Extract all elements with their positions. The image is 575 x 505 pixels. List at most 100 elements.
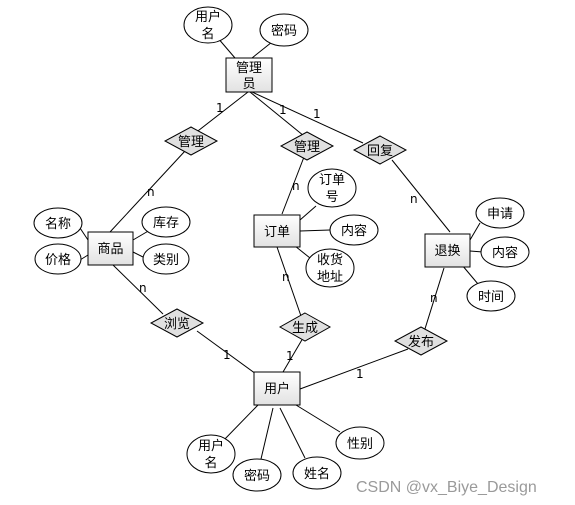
attribute-product-name-label: 名称	[45, 216, 71, 232]
relationship-browse-label: 浏览	[164, 316, 190, 332]
entity-product-label: 商品	[97, 242, 123, 257]
relationship-browse: 浏览	[149, 308, 205, 338]
edge-order-number	[299, 205, 317, 221]
attribute-product-category: 类别	[142, 243, 190, 275]
entities: 管理 员 商品 订单 退换 用户	[87, 57, 471, 406]
attribute-return-time-label: 时间	[478, 290, 504, 305]
edge-generate-user	[282, 337, 304, 373]
edge-user-gender	[295, 404, 341, 433]
attribute-order-number-line1: 订单	[319, 173, 345, 188]
edge-publish-user	[299, 348, 409, 390]
attribute-product-stock-label: 库存	[153, 215, 179, 231]
relationship-generate-label: 生成	[292, 321, 318, 336]
attribute-user-password: 密码	[232, 458, 282, 492]
watermark: CSDN @vx_Biye_Design	[356, 479, 537, 496]
attribute-admin-password: 密码	[259, 13, 309, 47]
entity-product: 商品	[87, 231, 134, 266]
relationship-publish-label: 发布	[408, 334, 434, 350]
attribute-product-category-label: 类别	[153, 253, 179, 268]
attribute-user-name: 姓名	[292, 456, 342, 490]
edge-user-password	[260, 407, 274, 460]
attribute-return-apply: 申请	[475, 197, 525, 229]
relationship-publish: 发布	[393, 326, 449, 356]
attribute-order-address: 收货 地址	[305, 248, 355, 288]
edge-admin-reply	[251, 91, 364, 144]
attribute-return-content-label: 内容	[492, 245, 518, 261]
cardinality-generate-user: 1	[286, 349, 294, 363]
attribute-order-address-line2: 地址	[317, 270, 343, 285]
entity-admin-line1: 管理	[236, 61, 262, 76]
relationship-reply-label: 回复	[367, 144, 393, 159]
relationships: 管理 管理 回复 浏览 生成 发布	[149, 126, 449, 356]
edge-manage2-order	[281, 156, 305, 215]
edge-return-time	[461, 264, 479, 285]
edge-admin-manage2	[249, 91, 305, 137]
attribute-admin-password-label: 密码	[271, 23, 297, 39]
entity-admin: 管理 员	[225, 57, 273, 93]
entity-user-label: 用户	[264, 381, 290, 397]
entity-user: 用户	[253, 371, 301, 406]
edge-browse-user	[196, 330, 257, 375]
relationship-manage-product-label: 管理	[178, 135, 204, 150]
cardinality-manage-order-n: n	[292, 179, 300, 193]
attribute-product-price-label: 价格	[45, 252, 71, 268]
relationship-generate: 生成	[278, 312, 332, 342]
edge-user-username	[221, 404, 259, 443]
entity-order-label: 订单	[264, 225, 290, 240]
cardinalities: 1 1 1 n n n n 1 n 1 n 1	[139, 101, 438, 381]
entity-return-label: 退换	[434, 244, 460, 259]
cardinality-order-generate: n	[282, 270, 290, 284]
cardinality-browse-user: 1	[223, 348, 231, 362]
attribute-admin-username-line2: 名	[201, 26, 214, 42]
edge-manage1-product	[109, 150, 186, 233]
edge-user-name	[279, 407, 306, 459]
attribute-admin-username-line1: 用户	[195, 9, 221, 25]
edge-order-content	[299, 229, 331, 232]
edge-product-browse	[112, 264, 164, 315]
edge-order-address	[294, 245, 311, 259]
cardinality-product-browse: n	[139, 281, 147, 295]
attribute-order-number-line2: 号	[325, 190, 338, 205]
entity-admin-line2: 员	[242, 77, 255, 92]
attribute-user-password-label: 密码	[244, 468, 270, 484]
cardinality-admin-reply: 1	[313, 107, 321, 121]
cardinality-admin-manage-order: 1	[279, 103, 287, 117]
attribute-return-time: 时间	[466, 280, 516, 312]
relationship-manage-order: 管理	[279, 131, 335, 161]
attribute-user-username: 用户 名	[186, 434, 236, 474]
entity-return: 退换	[424, 233, 471, 268]
edge-return-publish	[423, 267, 445, 333]
attribute-order-number: 订单 号	[307, 168, 357, 208]
attribute-return-apply-label: 申请	[487, 207, 513, 222]
edge-reply-return	[391, 159, 451, 233]
cardinality-manage-product-n: n	[147, 185, 155, 199]
attribute-user-username-line2: 名	[204, 455, 217, 471]
attribute-order-content-label: 内容	[341, 223, 367, 239]
cardinality-reply-n: n	[410, 192, 418, 206]
attribute-order-address-line1: 收货	[317, 252, 343, 268]
cardinality-admin-manage-product: 1	[216, 101, 224, 115]
attribute-user-gender-label: 性别	[347, 437, 373, 452]
attribute-order-content: 内容	[329, 214, 379, 246]
entity-order: 订单	[253, 214, 301, 248]
attribute-admin-username: 用户 名	[183, 6, 233, 44]
attribute-user-name-label: 姓名	[304, 466, 330, 482]
attribute-product-name: 名称	[33, 207, 83, 239]
relationship-manage-order-label: 管理	[294, 140, 320, 155]
edge-product-name	[79, 227, 89, 241]
edges	[79, 36, 484, 460]
attribute-product-stock: 库存	[141, 206, 191, 238]
edge-return-apply	[469, 222, 481, 241]
attribute-user-gender: 性别	[335, 426, 385, 460]
edge-admin-manage1	[193, 91, 249, 135]
attribute-user-username-line1: 用户	[198, 438, 224, 454]
attributes: 用户 名 密码 名称 库存 价格 类别 订单 号 内容	[33, 6, 530, 492]
cardinality-return-publish: n	[430, 291, 438, 305]
edge-product-category	[132, 251, 144, 258]
cardinality-publish-user: 1	[356, 367, 364, 381]
relationship-manage-product: 管理	[163, 126, 219, 156]
edge-admin-password	[251, 41, 273, 59]
relationship-reply: 回复	[352, 135, 408, 165]
edge-order-generate	[276, 246, 302, 317]
